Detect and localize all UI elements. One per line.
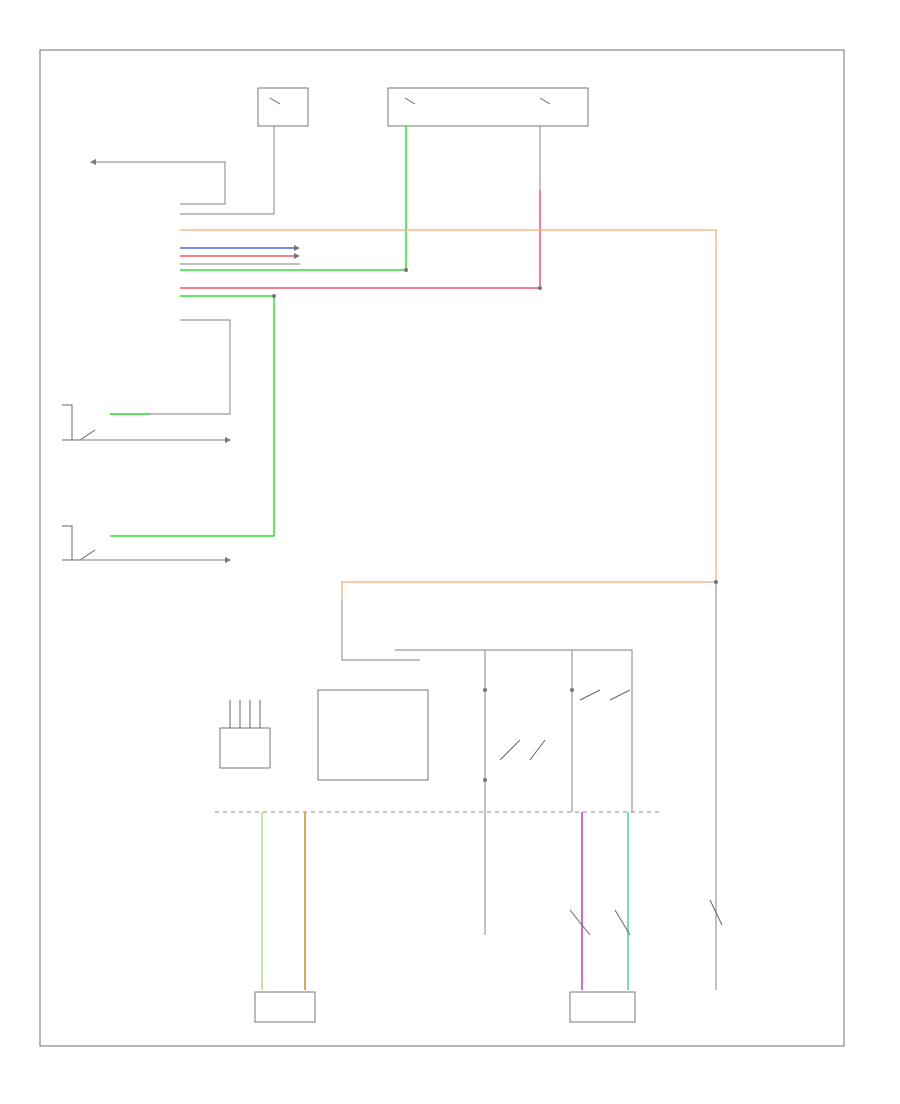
relay-box [219,727,271,769]
switch-box [317,689,429,781]
top-component-contacts [269,97,551,105]
diagram-frame [39,49,845,1047]
bottom-left-component-box [254,991,316,1023]
module-feed-wire [341,600,420,661]
left-switch-1-symbol [62,404,96,441]
bottom-right-component-box [569,991,636,1023]
green-wire-right-switch [110,295,275,537]
top-left-component-box [257,87,309,127]
top-right-component-box [387,87,589,127]
orange-wire-main [180,229,717,600]
module-switch-contacts [499,689,631,761]
module-top-bus [395,649,633,812]
red-wire-top [180,190,541,289]
bottom-switch-contacts [569,899,723,936]
sensor-wire-top-left [180,126,275,215]
left-switch-2-symbol [62,525,96,561]
junction-dots [272,268,718,782]
relay-terminals [229,700,261,728]
left-switch-return-wire [110,319,231,415]
ground-loop-wire [92,161,226,205]
connector-arrows [90,159,300,563]
